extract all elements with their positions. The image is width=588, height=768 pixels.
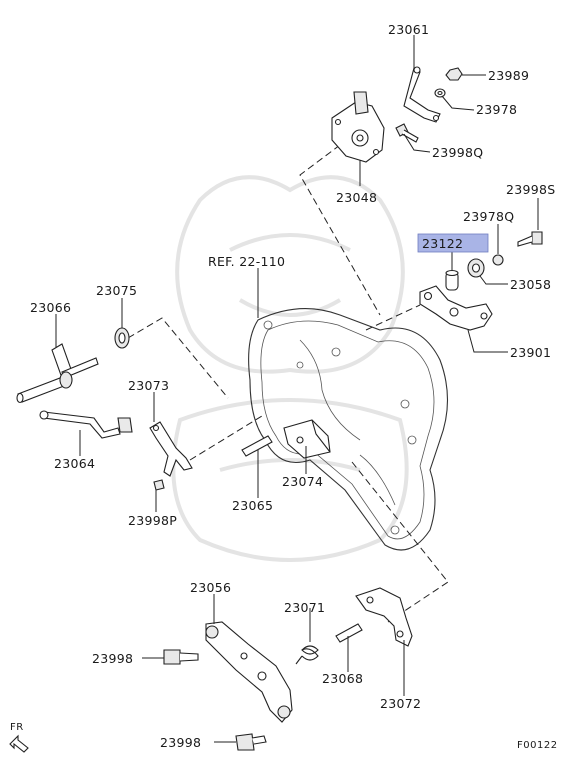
reference-label[interactable]: REF. 22-110 <box>208 254 285 269</box>
part-23068-pin <box>335 623 363 643</box>
part-23065-pin <box>241 435 273 457</box>
part-label-23998q[interactable]: 23998Q <box>432 145 483 160</box>
part-23998p-bolt <box>153 479 165 491</box>
direction-label: FR <box>10 722 24 733</box>
part-label-23056[interactable]: 23056 <box>190 580 231 595</box>
leader-lines <box>55 35 539 743</box>
transmission-case <box>248 308 449 551</box>
part-23998b-bolt <box>235 733 267 751</box>
part-23074-block <box>283 419 331 459</box>
part-label-23061[interactable]: 23061 <box>388 22 429 37</box>
part-23998q-bolt <box>395 123 419 143</box>
part-23056-arm <box>205 621 293 723</box>
part-23061-lever <box>403 66 441 123</box>
part-23122-bushing <box>445 269 459 291</box>
part-label-23901[interactable]: 23901 <box>510 345 551 360</box>
part-label-23064[interactable]: 23064 <box>54 456 95 471</box>
part-label-23072[interactable]: 23072 <box>380 696 421 711</box>
part-label-23989[interactable]: 23989 <box>488 68 529 83</box>
part-23901-bracket <box>419 285 493 331</box>
part-23071-spring <box>295 645 319 665</box>
part-23048-switch <box>331 91 385 163</box>
part-label-23978[interactable]: 23978 <box>476 102 517 117</box>
part-23998a-bolt <box>163 649 199 665</box>
figure-code: F00122 <box>517 740 558 751</box>
part-23998s-bolt <box>517 231 543 247</box>
part-23978-washer <box>434 88 446 98</box>
part-label-23073[interactable]: 23073 <box>128 378 169 393</box>
part-label-23048[interactable]: 23048 <box>336 190 377 205</box>
part-23989-nut <box>445 67 463 81</box>
part-23064-rod <box>39 410 133 439</box>
part-label-23068[interactable]: 23068 <box>322 671 363 686</box>
watermark-emblem <box>171 175 409 562</box>
part-23066-shaft <box>16 343 99 404</box>
dashed-reference-lines <box>127 144 449 623</box>
part-label-23074[interactable]: 23074 <box>282 474 323 489</box>
part-label-23998p[interactable]: 23998P <box>128 513 177 528</box>
part-label-23071[interactable]: 23071 <box>284 600 325 615</box>
part-label-23122[interactable]: 23122 <box>422 236 463 251</box>
part-label-23075[interactable]: 23075 <box>96 283 137 298</box>
part-23075-seal <box>114 327 130 349</box>
front-arrow-icon <box>9 734 29 753</box>
part-label-23998-bottom[interactable]: 23998 <box>160 735 201 750</box>
part-23978q-washer <box>492 254 504 266</box>
part-label-23998-left[interactable]: 23998 <box>92 651 133 666</box>
part-label-23066[interactable]: 23066 <box>30 300 71 315</box>
part-label-23058[interactable]: 23058 <box>510 277 551 292</box>
part-label-23978q[interactable]: 23978Q <box>463 209 514 224</box>
part-23072-plate <box>355 587 413 647</box>
part-label-23998s[interactable]: 23998S <box>506 182 556 197</box>
highlight-box-23122 <box>417 233 489 253</box>
part-23058-collar <box>467 258 485 278</box>
part-labels: 23061 23989 23978 23998Q 23048 23998S 23… <box>10 22 558 751</box>
part-label-23065[interactable]: 23065 <box>232 498 273 513</box>
part-23073-lever <box>149 421 193 477</box>
